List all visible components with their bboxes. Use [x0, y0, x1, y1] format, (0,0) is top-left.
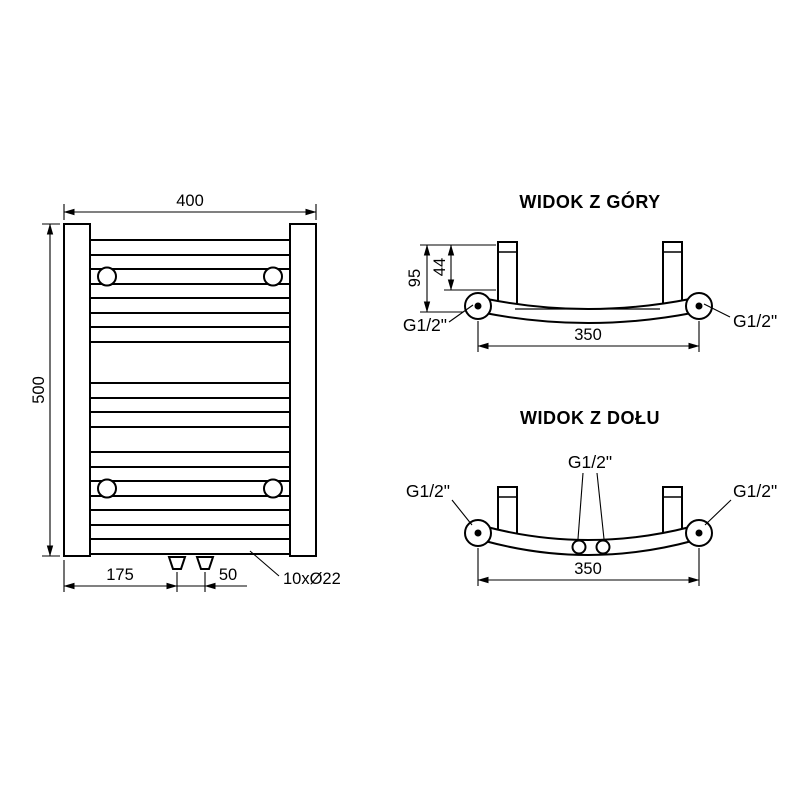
- tube: [89, 411, 291, 428]
- leader-line: [448, 304, 474, 323]
- left-bracket: [497, 486, 518, 536]
- center-connection-left: [571, 539, 587, 555]
- valve: [195, 556, 215, 570]
- tube: [89, 382, 291, 399]
- wall-brackets: [97, 266, 283, 499]
- dim-depth-label: 95: [406, 269, 424, 287]
- left-connection-point: [474, 529, 482, 537]
- bracket-circle: [263, 266, 283, 287]
- top-conn-left-label: G1/2": [403, 315, 447, 335]
- dim-pipe-offsets: 175 50: [63, 560, 247, 592]
- tube: [89, 538, 291, 555]
- front-dimensions: 400 500 175 50 10xØ22: [30, 192, 341, 592]
- bottom-conn-right-label: G1/2": [733, 481, 777, 501]
- leader-line: [249, 550, 280, 577]
- tube: [89, 451, 291, 468]
- bracket-circle: [263, 478, 283, 499]
- bottom-valves: [167, 556, 215, 570]
- dim-bottom-span-label: 350: [574, 560, 602, 578]
- bottom-conn-center-label: G1/2": [568, 452, 612, 472]
- leader-line: [704, 499, 732, 526]
- left-collector-tube: [63, 223, 91, 557]
- bracket-circle: [97, 266, 117, 287]
- leader-line: [451, 499, 473, 526]
- dim-depth-95: 95: [406, 244, 496, 313]
- right-bracket: [662, 486, 683, 536]
- dim-height-500: 500: [30, 223, 60, 557]
- tube: [89, 239, 291, 256]
- dim-bottom-span-350: 350: [477, 548, 700, 586]
- dim-width-400: 400: [63, 192, 317, 220]
- valve: [167, 556, 187, 570]
- leader-line: [596, 472, 605, 540]
- dim-width-label: 400: [176, 192, 204, 210]
- tube-spec-note: 10xØ22: [249, 550, 341, 588]
- top-view-title: WIDOK Z GÓRY: [519, 191, 660, 212]
- top-connection-labels: G1/2" G1/2": [403, 303, 777, 335]
- bottom-view: WIDOK Z DOŁU G1/2" G1/2" G1/2" 350: [406, 408, 777, 586]
- bottom-view-title: WIDOK Z DOŁU: [520, 408, 660, 428]
- top-view: WIDOK Z GÓRY 95 44 350: [403, 191, 777, 352]
- center-connection-right: [595, 539, 611, 555]
- top-conn-right-label: G1/2": [733, 311, 777, 331]
- dim-bracket-44: 44: [431, 244, 496, 291]
- horizontal-tubes: [89, 239, 291, 555]
- tube: [89, 509, 291, 526]
- right-connection-point: [695, 529, 703, 537]
- bracket-circle: [97, 478, 117, 499]
- leader-line: [703, 303, 731, 318]
- tube: [89, 326, 291, 343]
- front-view: [63, 223, 317, 570]
- bottom-conn-left-label: G1/2": [406, 481, 450, 501]
- leader-line: [577, 472, 584, 540]
- tube: [89, 268, 291, 285]
- dim-top-span-label: 350: [574, 326, 602, 344]
- dim-offset-label: 175: [106, 566, 134, 584]
- dim-spacing-label: 50: [219, 566, 237, 584]
- dim-top-span-350: 350: [477, 321, 700, 352]
- bottom-connection-labels: G1/2" G1/2" G1/2": [406, 452, 777, 540]
- tube: [89, 480, 291, 497]
- right-connection-point: [695, 302, 703, 310]
- right-collector-tube: [289, 223, 317, 557]
- tube-spec-label: 10xØ22: [283, 570, 341, 588]
- left-connection-point: [474, 302, 482, 310]
- dim-bracket-label: 44: [431, 258, 449, 276]
- tube: [89, 297, 291, 314]
- dim-height-label: 500: [30, 376, 48, 404]
